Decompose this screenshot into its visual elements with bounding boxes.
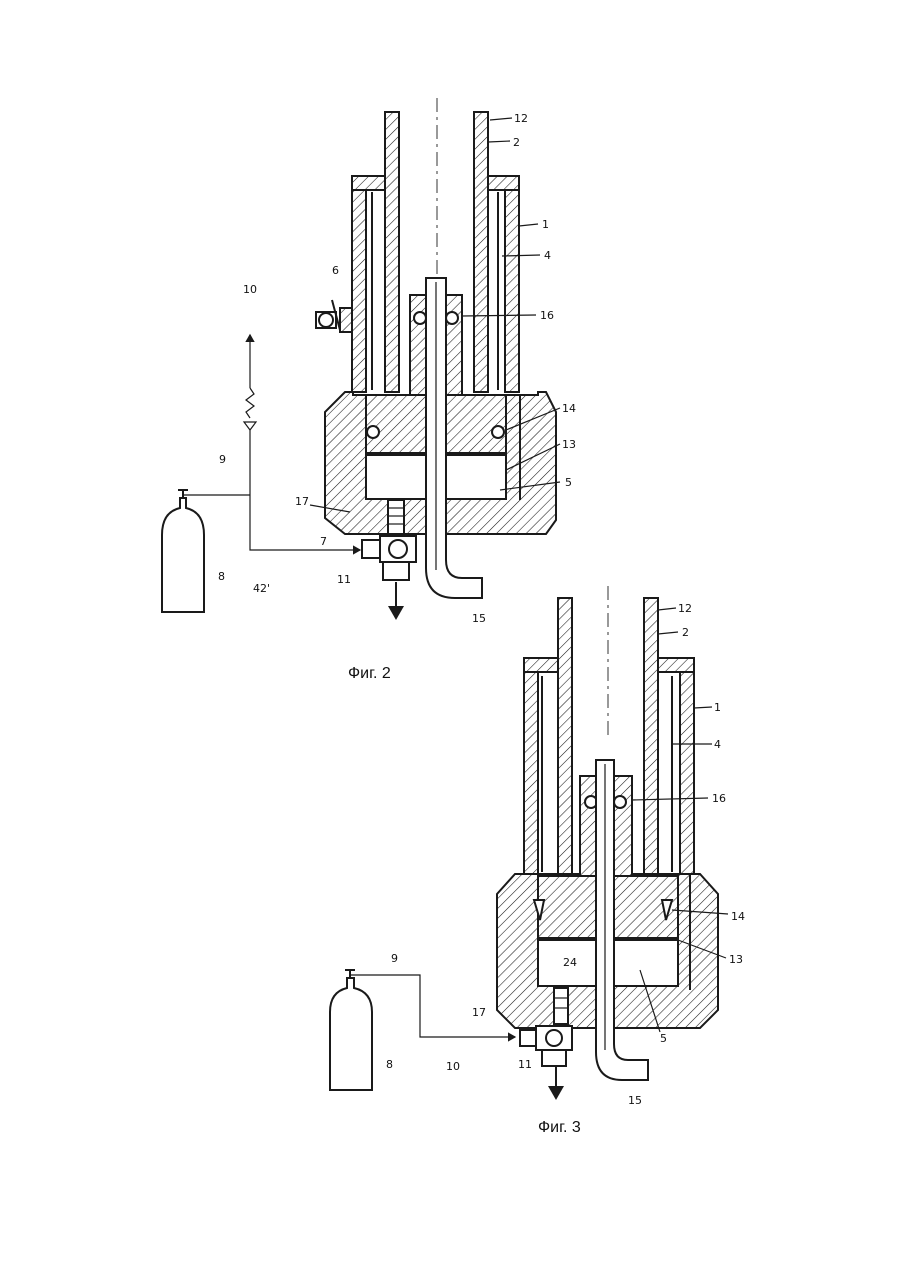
fig3-label-2: 2: [682, 626, 689, 639]
fig2-label-15: 15: [472, 612, 486, 625]
fig3-label-9: 9: [391, 952, 398, 965]
fig3-label-10: 10: [446, 1060, 460, 1073]
fig2-label-2: 2: [513, 136, 520, 149]
fig3-label-5: 5: [660, 1032, 667, 1045]
fig2-label-4: 4: [544, 249, 551, 262]
fig3-label-12: 12: [678, 602, 692, 615]
fig2-label-5: 5: [565, 476, 572, 489]
fig2-label-10: 10: [243, 283, 257, 296]
fig2-label-1: 1: [542, 218, 549, 231]
fig3-label-16: 16: [712, 792, 726, 805]
figure-3-caption: Фиг. 3: [538, 1119, 581, 1136]
figure-2: 12 2 1 4 6 10 16 14 13 9 17 5 7 8 42' 11…: [162, 98, 576, 682]
fig2-label-17: 17: [295, 495, 309, 508]
valve-11: [362, 536, 416, 618]
fig3-label-14: 14: [731, 910, 745, 923]
check-valve: [244, 388, 256, 430]
fig2-label-42: 42': [253, 582, 270, 595]
fig2-label-16: 16: [540, 309, 554, 322]
fig3-label-4: 4: [714, 738, 721, 751]
figure-2-caption: Фиг. 2: [348, 665, 391, 682]
figure-3: 12 2 1 4 16 14 13 9 24 17 5 8 10 11 15 Ф…: [330, 586, 745, 1136]
fig3-label-11: 11: [518, 1058, 532, 1071]
fig3-label-17: 17: [472, 1006, 486, 1019]
fig3-label-1: 1: [714, 701, 721, 714]
fig3-label-24: 24: [563, 956, 577, 969]
fig2-label-13: 13: [562, 438, 576, 451]
gas-cylinder-8: [162, 490, 204, 612]
fig2-label-9: 9: [219, 453, 226, 466]
fig2-label-6: 6: [332, 264, 339, 277]
fig2-label-11: 11: [337, 573, 351, 586]
fig3-label-13: 13: [729, 953, 743, 966]
gas-cylinder-8-fig3: [330, 970, 372, 1090]
fig2-label-8: 8: [218, 570, 225, 583]
fig2-label-12: 12: [514, 112, 528, 125]
fig2-label-7: 7: [320, 535, 327, 548]
fig3-label-15: 15: [628, 1094, 642, 1107]
fig3-label-8: 8: [386, 1058, 393, 1071]
fig2-label-14: 14: [562, 402, 576, 415]
